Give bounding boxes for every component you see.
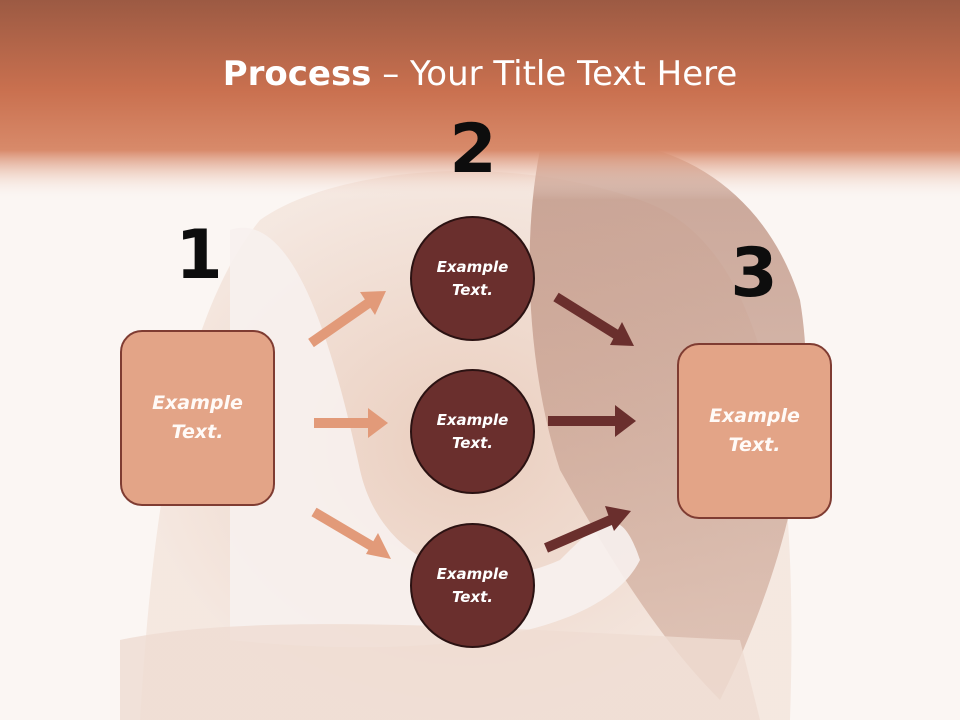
left-step-box: Example Text. [120,330,275,506]
circle-bottom-text: Example Text. [436,564,509,606]
arrow-bottom-to-right [544,506,631,553]
step-number-2: 2 [449,110,497,189]
title-bold: Process [222,54,372,94]
arrow-left-to-top [308,291,386,348]
arrow-left-to-bottom [311,507,391,559]
right-step-box: Example Text. [677,343,832,519]
arrow-left-to-middle [314,408,388,438]
step-number-1: 1 [175,216,223,295]
title-rest: – Your Title Text Here [371,54,738,94]
circle-middle-text: Example Text. [436,410,509,452]
circle-bottom: Example Text. [410,523,535,648]
arrow-middle-to-right [548,405,636,437]
left-step-box-text: Example Text. [152,392,243,443]
arrow-top-to-right [553,292,634,346]
circle-top: Example Text. [410,216,535,341]
slide-title: Process – Your Title Text Here [0,52,960,96]
circle-top-text: Example Text. [436,257,509,299]
circle-middle: Example Text. [410,369,535,494]
step-number-3: 3 [730,234,778,313]
right-step-box-text: Example Text. [709,405,800,456]
